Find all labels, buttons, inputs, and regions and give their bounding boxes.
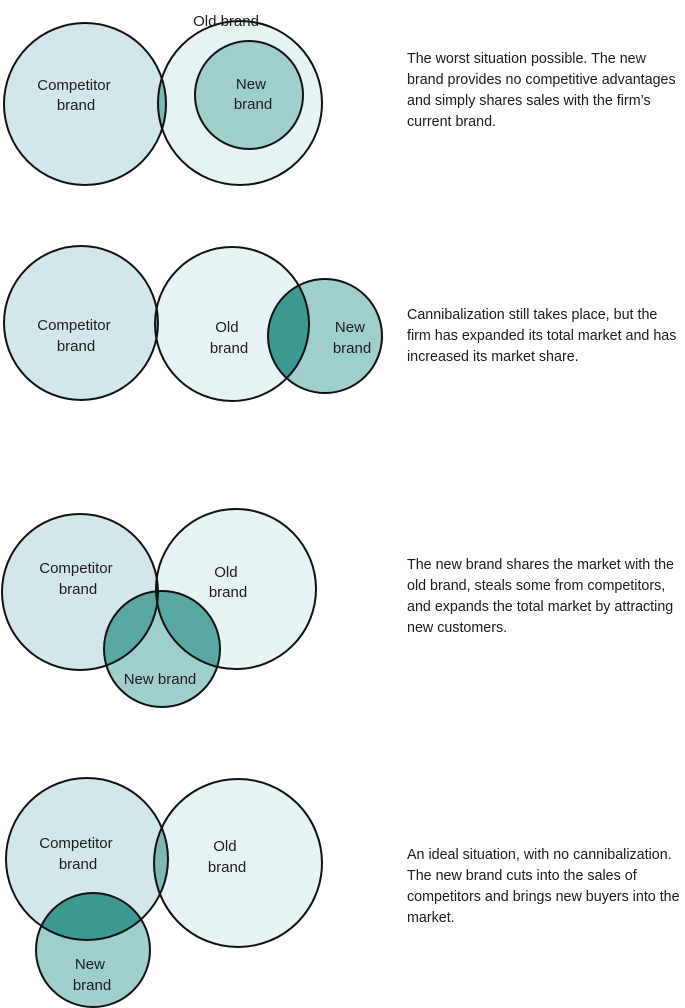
d2-competitor-ring bbox=[3, 245, 159, 401]
d1-old-ring bbox=[157, 20, 323, 186]
d1-competitor-label: Competitor brand bbox=[37, 77, 115, 114]
d2-new-ring bbox=[267, 278, 383, 394]
caption-1: The worst situation possible. The new br… bbox=[407, 51, 676, 130]
caption-4: An ideal situation, with no cannibalizat… bbox=[407, 847, 680, 926]
d4-old-ring bbox=[153, 778, 323, 948]
d2-new-label: New brand bbox=[333, 319, 371, 357]
d1-competitor-ring bbox=[3, 22, 167, 186]
diagram-3: Competitor brand Old brand New brand bbox=[1, 508, 317, 708]
d4-competitor-label: Competitor brand bbox=[39, 835, 117, 873]
d2-old-label: Old brand bbox=[210, 319, 248, 357]
d2-competitor-label: Competitor brand bbox=[37, 317, 115, 355]
d1-new-brand-circle bbox=[195, 41, 303, 149]
d4-old-brand-circle bbox=[154, 779, 322, 947]
d3-new-label: New brand bbox=[124, 671, 197, 688]
d4-new-ring bbox=[35, 892, 151, 1008]
d4-competitor-circle bbox=[6, 778, 168, 940]
d1-old-label: Old brand bbox=[193, 13, 259, 30]
caption-3: The new brand shares the market with the… bbox=[407, 557, 675, 636]
diagram-2: Competitor brand Old brand New brand bbox=[3, 245, 383, 402]
diagram-1: Competitor brand Old brand New brand bbox=[3, 13, 323, 186]
d1-new-label: New brand bbox=[234, 76, 272, 113]
d4-overlap-competitor-new bbox=[36, 893, 150, 940]
d1-new-ring bbox=[194, 40, 304, 150]
d2-old-brand-circle bbox=[155, 247, 309, 401]
d4-competitor-ring bbox=[5, 777, 169, 941]
d2-competitor-circle bbox=[4, 246, 158, 400]
diagram-4: Competitor brand Old brand New brand bbox=[5, 777, 323, 1008]
d2-old-ring bbox=[154, 246, 310, 402]
d3-new-ring bbox=[103, 590, 221, 708]
d3-competitor-label: Competitor brand bbox=[39, 560, 117, 598]
d1-competitor-circle bbox=[4, 23, 166, 185]
d4-new-label: New brand bbox=[73, 956, 111, 994]
caption-2: Cannibalization still takes place, but t… bbox=[407, 307, 677, 365]
d4-old-label: Old brand bbox=[208, 838, 246, 876]
d3-overlap-competitor-new bbox=[104, 591, 158, 670]
d3-old-label: Old brand bbox=[209, 564, 247, 601]
d3-old-ring bbox=[155, 508, 317, 670]
